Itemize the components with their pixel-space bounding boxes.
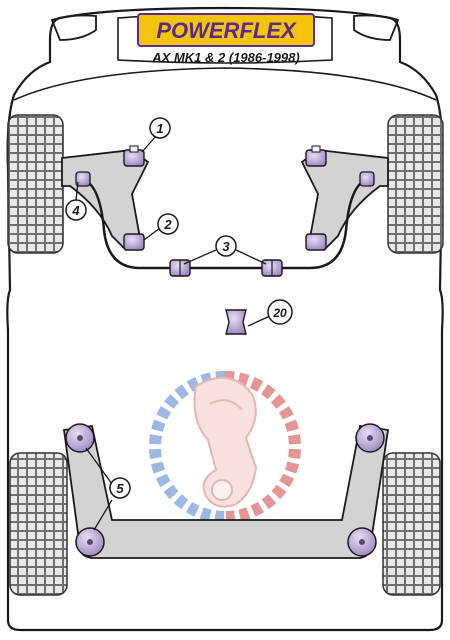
rear-right-wheel bbox=[382, 452, 441, 596]
callout-20: 20 bbox=[267, 299, 293, 325]
bush-2-right bbox=[305, 233, 327, 251]
bush-1-right bbox=[305, 145, 327, 167]
front-left-wheel bbox=[7, 114, 64, 254]
car-body-outline bbox=[6, 6, 444, 632]
callout-1: 1 bbox=[149, 117, 171, 139]
brand-name: POWERFLEX bbox=[156, 18, 297, 43]
leader-lines bbox=[75, 135, 271, 531]
bush-4-right bbox=[359, 171, 375, 187]
bush-3-right bbox=[261, 259, 283, 277]
callout-20-label: 20 bbox=[272, 306, 287, 320]
callout-4: 4 bbox=[65, 199, 87, 221]
callout-3-label: 3 bbox=[222, 239, 230, 254]
callout-5-label: 5 bbox=[116, 481, 124, 496]
headlight-left bbox=[50, 14, 97, 41]
front-bay-line bbox=[13, 67, 437, 101]
model-title: AX MK1 & 2 (1986-1998) bbox=[151, 50, 299, 65]
callout-3: 3 bbox=[215, 235, 237, 257]
rear-left-wheel bbox=[9, 452, 68, 596]
callout-4-label: 4 bbox=[71, 203, 80, 218]
callout-2: 2 bbox=[157, 213, 179, 235]
bush-2-left bbox=[123, 233, 145, 251]
watermark-logo bbox=[149, 371, 301, 523]
callout-2-label: 2 bbox=[163, 217, 172, 232]
callout-5: 5 bbox=[109, 477, 131, 499]
anti-roll-bar bbox=[83, 178, 367, 270]
bush-20 bbox=[225, 309, 247, 335]
headlight-right bbox=[353, 14, 400, 41]
callout-1-label: 1 bbox=[156, 121, 163, 136]
brand-logo: POWERFLEX bbox=[137, 13, 315, 47]
front-right-wheel bbox=[387, 114, 444, 254]
bush-1-left bbox=[123, 145, 145, 167]
bush-4-left bbox=[75, 171, 91, 187]
